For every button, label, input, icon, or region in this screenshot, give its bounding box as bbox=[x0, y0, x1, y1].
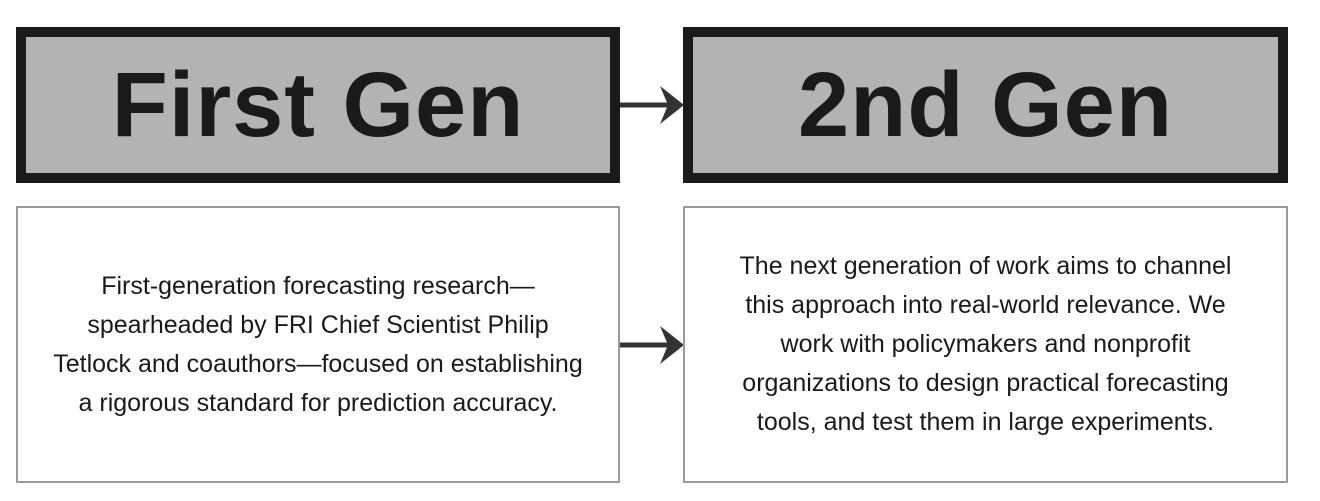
second-gen-box: 2nd Gen bbox=[683, 27, 1288, 183]
second-gen-description: The next generation of work aims to chan… bbox=[739, 252, 1232, 436]
first-gen-title: First Gen bbox=[111, 53, 525, 156]
first-gen-description: First-generation forecasting research—sp… bbox=[53, 271, 583, 417]
first-gen-description-box: First-generation forecasting research—sp… bbox=[16, 206, 620, 483]
arrow-icon-bottom bbox=[620, 326, 684, 364]
second-gen-description-box: The next generation of work aims to chan… bbox=[683, 206, 1288, 483]
second-gen-title: 2nd Gen bbox=[797, 53, 1174, 156]
arrow-icon-top bbox=[620, 86, 684, 124]
first-gen-box: First Gen bbox=[16, 27, 620, 183]
